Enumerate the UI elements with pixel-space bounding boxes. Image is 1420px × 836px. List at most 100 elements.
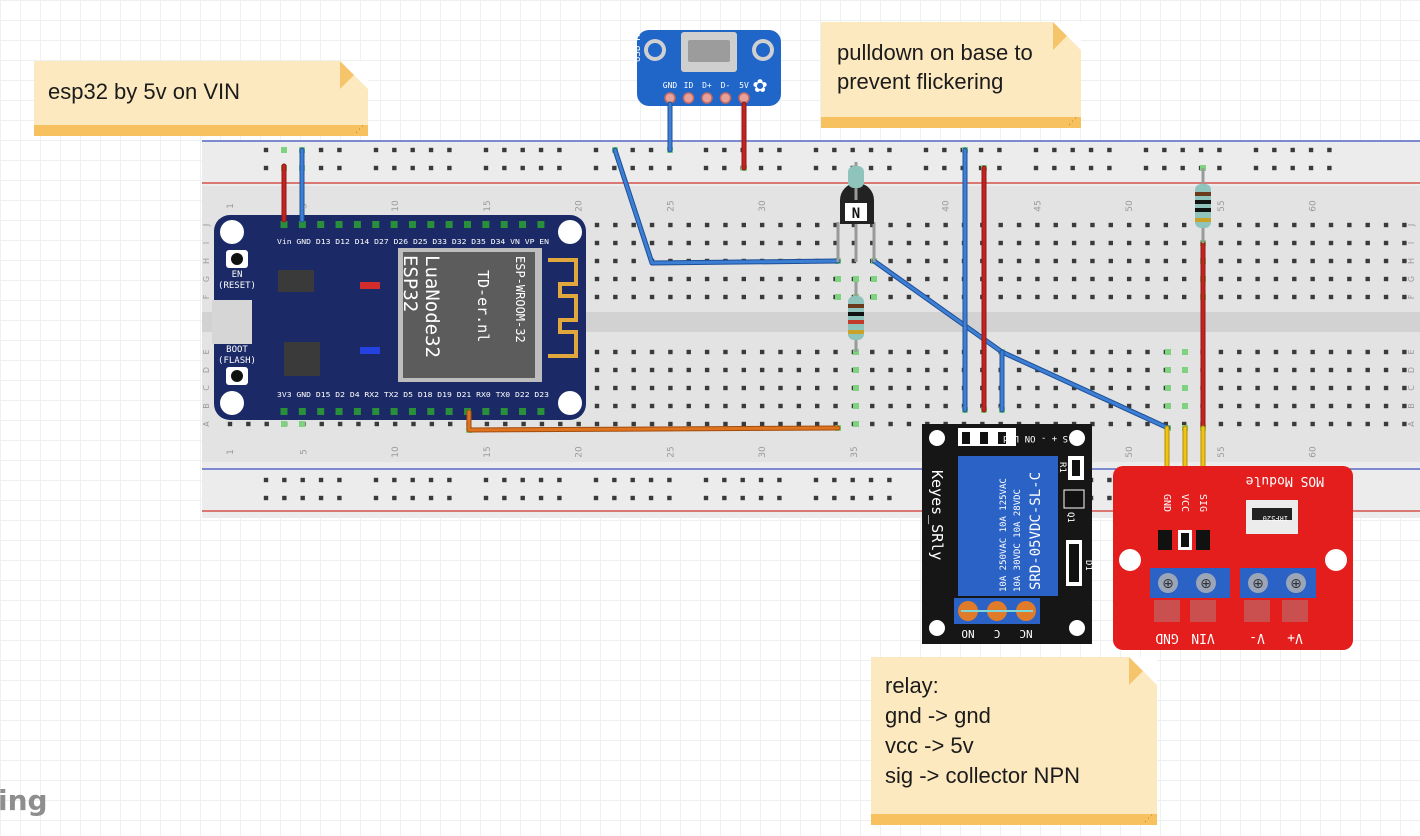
breadboard-hole [759,240,765,246]
note-footer-bar [871,814,1157,825]
rail-hole [1327,165,1332,171]
breadboard-hole [1328,367,1334,373]
connected-hole [299,421,305,427]
breadboard-hole [1273,421,1279,427]
breadboard-hole [796,222,802,228]
breadboard-hole [392,421,398,427]
rail-hole [703,495,709,501]
breadboard-hole [1328,403,1334,409]
rail-hole [868,495,874,501]
rail-hole [557,495,562,501]
relay-terminal-label: C [994,627,1001,640]
npn-transistor: N [836,183,876,262]
breadboard-hole [925,367,930,373]
esp32-header-pin [445,408,453,415]
breadboard-hole [1108,403,1113,409]
rail-hole [392,165,397,171]
rail-hole [538,147,544,153]
breadboard-hole [1218,258,1224,264]
breadboard-hole [1310,385,1315,391]
breadboard-hole [1237,349,1242,355]
usb-pin-label: GND [663,81,678,90]
breadboard-hole [227,421,233,427]
breadboard-hole [594,240,600,246]
breadboard-hole [906,276,912,282]
column-number: 20 [575,200,585,212]
relay-module: Keyes_SRly SRD-05VDC-SL-C 10A 250VAC 10A… [922,424,1093,644]
svg-text:⊕: ⊕ [1290,576,1302,592]
breadboard-hole [1053,276,1058,282]
breadboard-hole [888,349,893,355]
connected-hole [853,403,859,409]
column-number: 60 [1309,200,1319,212]
esp32-header-pin [390,221,398,228]
breadboard-hole [1255,367,1260,373]
mos-terminal-label: V- [1249,630,1265,645]
rail-hole [887,165,892,171]
rail-hole [263,165,269,171]
rail-hole [1162,165,1167,171]
breadboard-hole [1273,367,1279,373]
breadboard-hole [1292,367,1297,373]
breadboard-hole [1145,258,1150,264]
breadboard-hole [998,258,1003,264]
breadboard-hole [613,222,618,228]
column-number: 25 [666,200,676,211]
rail-hole [300,477,305,483]
breadboard-hole [1365,367,1370,373]
breadboard-hole [1016,385,1022,391]
breadboard-hole [649,367,655,373]
rail-hole [410,165,415,171]
rail-hole [410,495,415,501]
breadboard-hole [870,349,875,355]
breadboard-hole [1035,349,1040,355]
breadboard-hole [1237,258,1242,264]
rail-hole [373,147,379,153]
rail-hole [318,165,324,171]
breadboard-hole [1255,349,1260,355]
row-letter: I [202,242,211,244]
esp32-module-label: ESP-WROOM-32 [513,256,527,343]
breadboard-hole [796,276,802,282]
row-letter: J [1407,224,1416,227]
column-number: 5 [299,449,309,455]
rail-hole [630,165,635,171]
breadboard-hole [613,385,618,391]
breadboard-hole [484,421,490,427]
esp32-header-pin [519,221,527,228]
breadboard-hole [925,240,930,246]
resize-grip-icon[interactable]: ⋰ [355,125,364,135]
breadboard-hole [778,403,783,409]
rail-hole [648,165,654,171]
mos-terminal-label: VIN [1191,630,1214,645]
resize-grip-icon[interactable]: ⋰ [1068,117,1077,127]
breadboard-hole [906,294,912,300]
breadboard-hole [1071,349,1077,355]
rail-hole [337,147,342,153]
breadboard-hole [815,294,820,300]
rail-hole [1052,147,1057,153]
rail-hole [612,495,617,501]
breadboard-hole [704,222,710,228]
breadboard-hole [796,403,802,409]
breadboard-hole [1016,403,1022,409]
row-letter: G [1407,276,1416,282]
rail-hole [1052,165,1057,171]
rail-hole [1180,165,1185,171]
usb-pin-pad [719,92,732,104]
esp32-header-pin [408,221,416,228]
breadboard-hole [1383,385,1389,391]
rail-hole [557,165,562,171]
breadboard-hole [1108,349,1113,355]
rail-hole [758,495,764,501]
breadboard-hole [815,403,820,409]
rail-hole [392,495,397,501]
resize-grip-icon[interactable]: ⋰ [1144,814,1153,824]
rail-hole [777,165,782,171]
rail-hole [1033,147,1039,153]
rail-hole [722,495,727,501]
breadboard-hole [1310,421,1315,427]
esp32-vendor-label: TD-er.nl [474,270,492,342]
